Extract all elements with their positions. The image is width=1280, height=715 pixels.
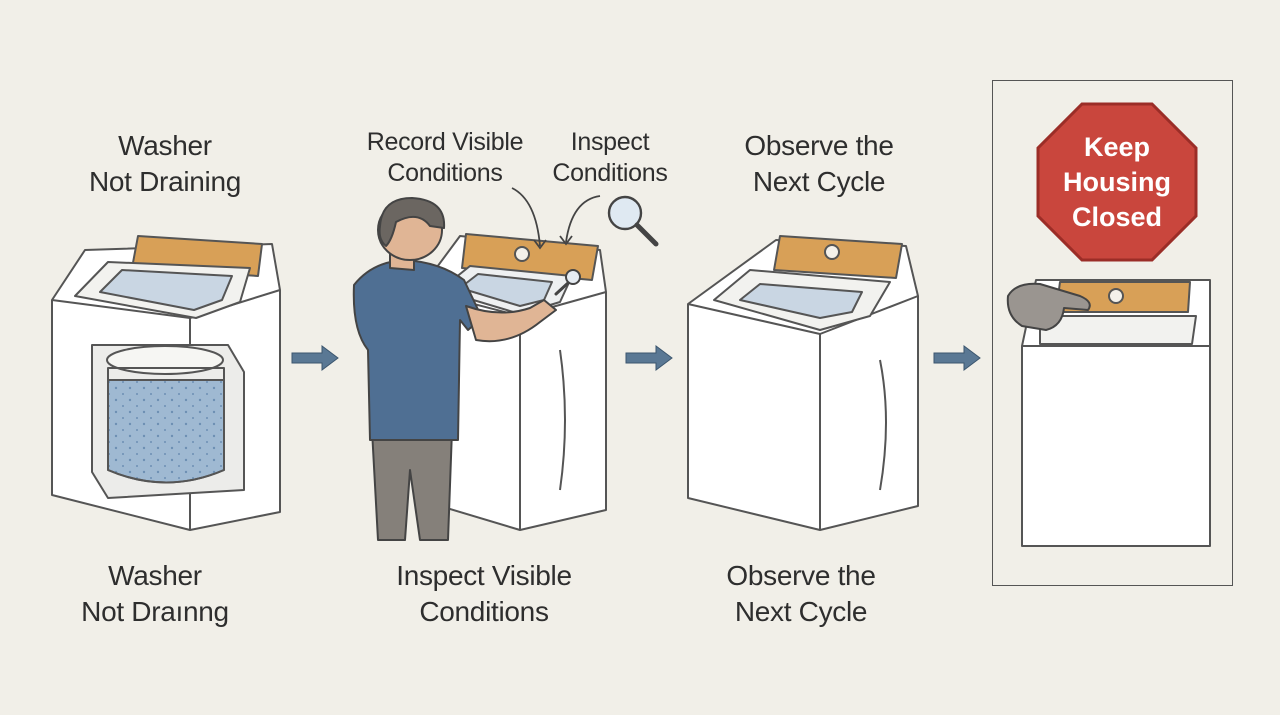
label-line: Washer — [108, 560, 202, 591]
label-line: Record Visible — [366, 128, 524, 156]
washer-icon — [51, 235, 281, 531]
pointing-hand-icon — [1006, 282, 1091, 331]
person-icon — [352, 197, 557, 541]
label-line: Inspect — [570, 128, 650, 156]
callout-arrows — [511, 187, 601, 250]
magnifier-icon — [607, 195, 659, 247]
panel-1-bottom-label: Washer Not Draınng — [50, 558, 260, 630]
label-line: Observe the — [744, 130, 894, 161]
washer-icon — [687, 235, 919, 531]
final-step-frame — [992, 80, 1233, 586]
magnifier-icon — [554, 269, 581, 296]
arrow-right-icon — [291, 345, 339, 371]
label-line: Not Draining — [88, 166, 242, 197]
label-line: Next Cycle — [734, 596, 868, 627]
callout-inspect-conditions: Inspect Conditions — [540, 127, 680, 189]
sign-line: Closed — [1071, 202, 1163, 232]
label-line: Inspect Visible — [396, 560, 572, 591]
label-line: Conditions — [552, 159, 668, 187]
label-line: Not Draınng — [81, 596, 229, 627]
arrow-right-icon — [625, 345, 673, 371]
panel-1-top-label: Washer Not Draining — [60, 128, 270, 200]
panel-3-top-label: Observe the Next Cycle — [712, 128, 926, 200]
label-line: Observe the — [726, 560, 876, 591]
stop-sign-text: Keep Housing Closed — [1037, 130, 1197, 235]
label-line: Conditions — [387, 159, 503, 187]
sign-line: Keep — [1083, 132, 1151, 162]
sign-line: Housing — [1063, 167, 1171, 197]
stop-sign-icon — [1036, 102, 1198, 262]
label-line: Conditions — [419, 596, 549, 627]
panel-2-bottom-label: Inspect Visible Conditions — [364, 558, 604, 630]
arrow-right-icon — [933, 345, 981, 371]
label-line: Washer — [118, 130, 212, 161]
label-line: Next Cycle — [752, 166, 886, 197]
callout-record-visible-conditions: Record Visible Conditions — [352, 127, 538, 189]
panel-3-bottom-label: Observe the Next Cycle — [694, 558, 908, 630]
